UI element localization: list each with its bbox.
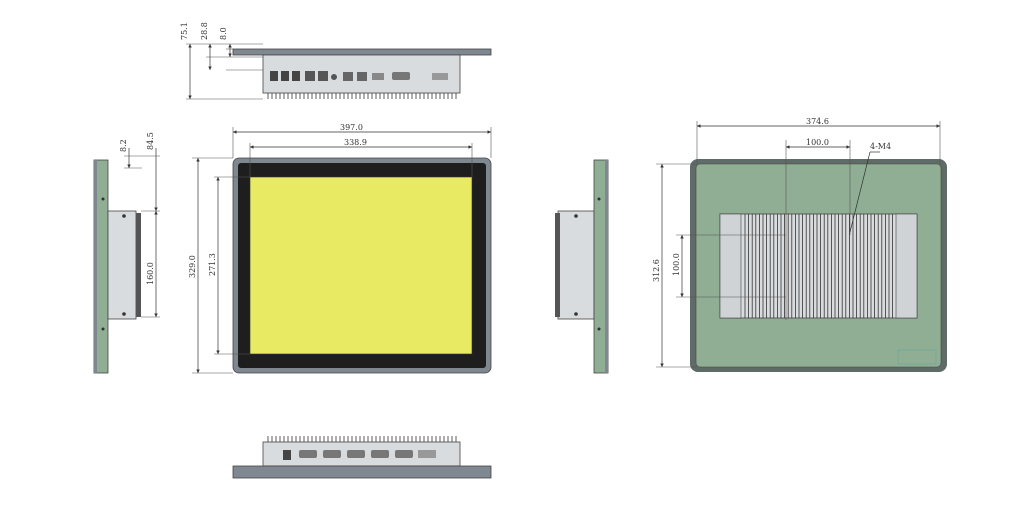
dim-top-depth: 75.1 [180, 22, 189, 40]
dim-top-front: 8.0 [219, 27, 228, 40]
top-view: 75.1 28.8 8.0 [180, 22, 492, 100]
hdmi-port [372, 73, 384, 80]
com-port [392, 72, 410, 80]
side-view-frame [605, 160, 608, 373]
heatsink-end-cap [719, 213, 742, 319]
usb-port [292, 71, 300, 81]
screw-hole [101, 197, 105, 201]
screw-hole [574, 214, 578, 218]
bottom-view-bezel [232, 465, 492, 479]
side-view-heatsink [136, 213, 141, 317]
dim-side-height: 160.0 [146, 262, 155, 285]
dim-back-hole-v: 100.0 [672, 253, 681, 276]
top-view-bezel [232, 48, 492, 56]
front-dimensions: 397.0 338.9 329.0 271.3 [188, 123, 492, 374]
dim-back-width: 374.6 [806, 117, 829, 126]
side-view-heatsink [555, 213, 560, 317]
usb-port [283, 450, 291, 460]
terminal-block [432, 73, 448, 80]
com-port [323, 450, 341, 458]
power-jack [331, 74, 337, 80]
dim-front-height: 329.0 [188, 255, 197, 278]
heatsink-body [719, 213, 918, 319]
dim-active-height: 271.3 [208, 253, 217, 276]
dim-side-front: 8.2 [119, 139, 128, 152]
screw-hole [122, 214, 126, 218]
side-view-box [557, 210, 595, 320]
lan-port [318, 71, 328, 81]
side-view-box [107, 210, 137, 320]
screw-hole [574, 312, 578, 316]
screw-hole [101, 327, 105, 331]
lan-port [343, 72, 353, 81]
mount-hole-note: 4-M4 [870, 142, 891, 151]
usb-port [281, 71, 289, 81]
screw-hole [122, 312, 126, 316]
dim-back-height: 312.6 [652, 259, 661, 282]
label-plate [897, 349, 937, 365]
side-dimensions: 8.2 84.5 160.0 [119, 132, 160, 318]
lan-port [357, 72, 367, 81]
com-port [347, 450, 365, 458]
dim-side-depth: 84.5 [146, 132, 155, 150]
bottom-view [232, 436, 492, 479]
left-side-view: 8.2 84.5 160.0 [93, 132, 160, 374]
side-view-frame [94, 160, 97, 373]
dim-front-width: 397.0 [340, 123, 363, 132]
dim-active-width: 338.9 [344, 138, 367, 147]
bottom-view-fins [267, 436, 457, 442]
heatsink-end-cap [895, 213, 918, 319]
usb-port [270, 71, 278, 81]
active-display-area [249, 176, 473, 355]
screw-hole [597, 197, 601, 201]
dim-back-hole-h: 100.0 [806, 138, 829, 147]
top-dimensions: 75.1 28.8 8.0 [180, 22, 263, 100]
lan-port [305, 71, 315, 81]
dim-top-mid: 28.8 [200, 22, 209, 40]
back-view: 374.6 100.0 4-M4 100.0 312.6 [652, 117, 947, 372]
top-view-io-ports [270, 71, 448, 81]
com-port [371, 450, 389, 458]
bottom-view-io-ports [283, 450, 436, 460]
com-port [395, 450, 413, 458]
screw-hole [597, 327, 601, 331]
com-port [299, 450, 317, 458]
right-side-view [555, 159, 609, 374]
heatsink-fins [744, 214, 893, 318]
top-view-fins [267, 93, 457, 99]
front-view: 397.0 338.9 329.0 271.3 [188, 123, 492, 374]
terminal-block [418, 450, 436, 458]
back-dimensions: 374.6 100.0 4-M4 100.0 312.6 [652, 117, 941, 368]
